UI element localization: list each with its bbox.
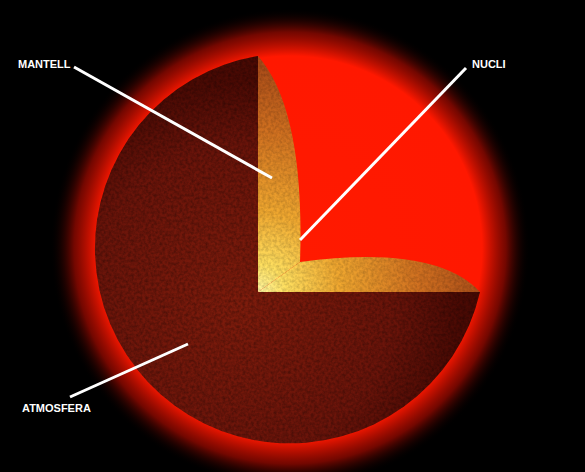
leader-line — [70, 344, 188, 397]
part-label: NUCLI — [472, 58, 506, 71]
leader-line — [300, 68, 466, 240]
part-label: ATMOSFERA — [22, 402, 91, 415]
leader-line — [74, 67, 272, 178]
part-label: MANTELL — [18, 58, 71, 71]
